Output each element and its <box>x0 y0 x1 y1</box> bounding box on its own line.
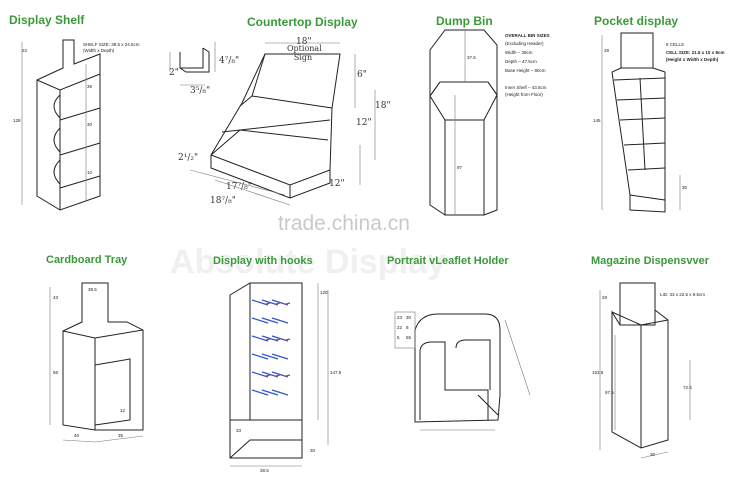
ct-dim-8: 3⁵/₈" <box>190 86 211 96</box>
shelf-dim-5: 128 <box>13 118 21 123</box>
shelf-dim-4: 10 <box>87 170 93 175</box>
ct-dim-7: 4⁷/₈" <box>219 56 240 66</box>
bin-spec-3: Depth – 47.5cm <box>505 59 537 64</box>
hooks-dim-3: 33 <box>236 428 242 433</box>
bin-dim-1: 37.5 <box>467 55 476 60</box>
magazine-drawing <box>599 282 691 459</box>
countertop-drawing <box>169 42 376 206</box>
pocket-spec-title: 8 CELLS <box>666 42 685 47</box>
tray-dim-3: 56 <box>53 370 59 375</box>
hooks-dim-5: 38.5 <box>260 468 269 473</box>
ct-dim-9: 2¹/₂" <box>178 153 199 163</box>
ct-dim-1: 18" <box>296 37 312 47</box>
shelf-dim-1: 22 <box>22 48 28 53</box>
pocket-dim-2: 145 <box>593 118 601 123</box>
mag-dim-3: 97.5 <box>605 390 614 395</box>
leaflet-cell-1: 23 <box>397 315 403 320</box>
tray-dim-1: 38.5 <box>88 287 97 292</box>
shelf-dim-3: 30 <box>87 122 93 127</box>
ct-dim-2: 6" <box>357 70 367 80</box>
pocket-spec-1: CELL SIZE: 21.5 x 10 x 8cm <box>666 50 725 55</box>
pocket-spec-2: (Height x Width x Depth) <box>666 57 719 62</box>
leaflet-title: Portrait vLeaflet Holder <box>387 255 509 267</box>
mag-dim-2: 153.5 <box>592 370 604 375</box>
ct-dim-6: 2" <box>169 68 179 78</box>
tray-dim-2: 43 <box>53 295 59 300</box>
tray-dim-4: 12 <box>120 408 126 413</box>
bin-spec-1: (Excluding Header) <box>505 41 544 46</box>
hooks-title: Display with hooks <box>213 255 313 267</box>
magazine-spec: LID: 33 x 22.5 x 9.5cm <box>660 292 706 297</box>
shelf-spec: SHELF SIZE: 38.5 x 24.5cm <box>83 42 140 47</box>
bin-spec-4: Base Height – 80cm <box>505 68 546 73</box>
leaflet-cell-6: 55 <box>406 335 412 340</box>
bin-spec-6: (Height from Floor) <box>505 92 543 97</box>
pocket-dim-3: 30 <box>682 185 688 190</box>
display-shelf-title: Display Shelf <box>9 13 85 27</box>
ct-dim-3: 18" <box>375 101 391 111</box>
leaflet-cell-3: 22 <box>397 325 403 330</box>
ct-dim-5: 12" <box>329 179 345 189</box>
bin-spec-5: Inner Shelf – 43.5cm <box>505 85 547 90</box>
shelf-spec-2: (Width x Depth) <box>83 48 115 53</box>
bin-spec-title: OVERALL BIN SIZES <box>505 33 550 38</box>
ct-dim-11: 18⁷/₈" <box>210 196 236 206</box>
leaflet-drawing <box>394 311 531 431</box>
magazine-title: Magazine Dispensvver <box>591 255 709 267</box>
ct-sign: Optional Sign <box>287 44 322 62</box>
tray-dim-6: 35 <box>118 433 124 438</box>
countertop-title: Countertop Display <box>247 15 358 29</box>
leaflet-cell-5: 5 <box>397 335 400 340</box>
mag-dim-1: 28 <box>602 295 608 300</box>
ct-sign-line: Optional Sign <box>287 44 322 62</box>
tray-dim-5: 40 <box>74 433 80 438</box>
mag-dim-5: 30 <box>650 452 656 457</box>
dump-bin-drawing <box>429 29 498 216</box>
shelf-dim-2: 36 <box>87 84 93 89</box>
leaflet-cell-4: 8 <box>406 325 409 330</box>
hooks-dim-1: 120 <box>320 290 328 295</box>
hooks-dim-2: 147.5 <box>330 370 342 375</box>
watermark-text: trade.china.cn <box>278 212 410 235</box>
ct-dim-10: 17⁷/₈" <box>226 182 252 192</box>
pocket-display-title: Pocket display <box>594 14 679 28</box>
dump-bin-title: Dump Bin <box>436 14 493 28</box>
display-shelf-drawing <box>21 39 101 211</box>
cardboard-tray-title: Cardboard Tray <box>46 254 128 266</box>
cardboard-tray-drawing <box>49 282 144 443</box>
pocket-dim-1: 28 <box>604 48 610 53</box>
ct-dim-4: 12" <box>356 118 372 128</box>
pocket-display-drawing <box>601 32 681 213</box>
hooks-dim-4: 30 <box>310 448 316 453</box>
mag-dim-4: 72.5 <box>683 385 692 390</box>
leaflet-cell-2: 30 <box>406 315 412 320</box>
bin-spec-2: Width – 39cm <box>505 50 533 55</box>
bin-dim-2: 97 <box>457 165 463 170</box>
hooks-drawing <box>229 282 329 467</box>
ghost-watermark: Absolute Display <box>170 243 446 281</box>
